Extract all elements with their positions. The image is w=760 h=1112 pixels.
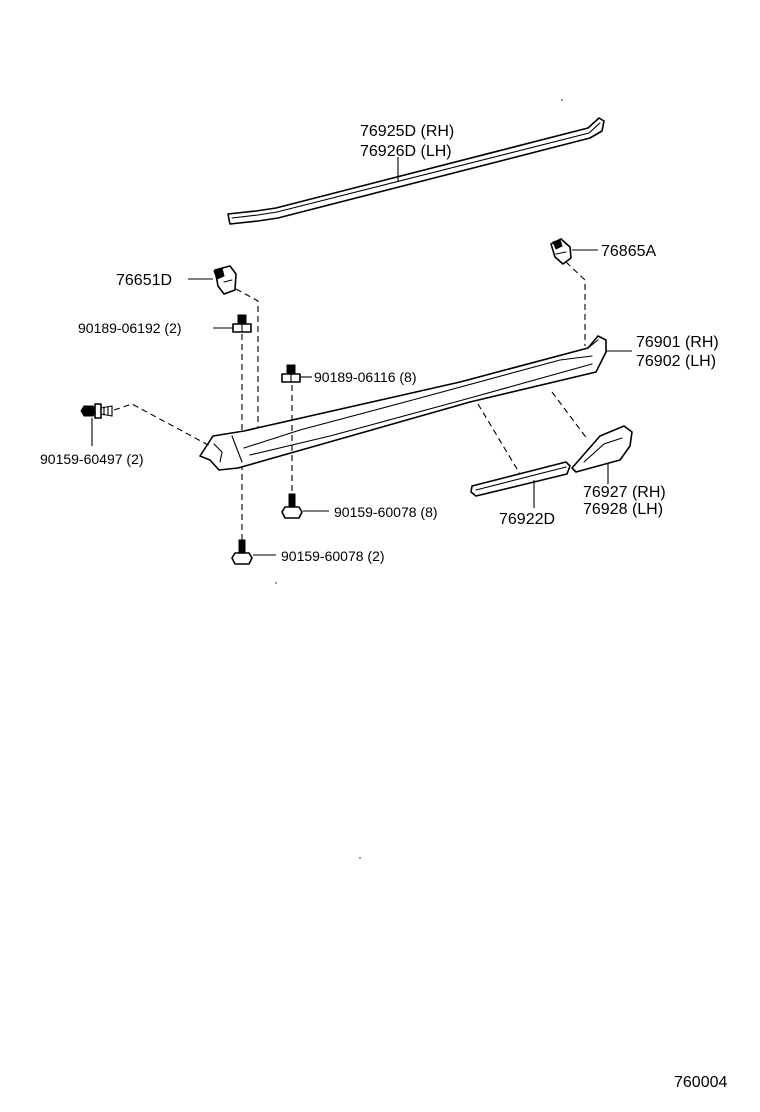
rocker-panel-molding-label-lh: 76902 (LH) — [636, 353, 716, 370]
screw-90159-60497-label: 90159-60497 (2) — [40, 451, 144, 467]
nut-90189-06116-icon — [281, 364, 301, 383]
mudguard-label-rh: 76927 (RH) — [583, 484, 666, 501]
rocker-panel-molding-drawing — [199, 335, 607, 471]
clip-76865a-guide — [565, 261, 586, 346]
speck-dot — [561, 99, 563, 101]
nut-90189-06116-label: 90189-06116 (8) — [314, 369, 416, 385]
screw-90159-60078-a-label: 90159-60078 (8) — [334, 504, 438, 520]
screw-90159-60078-b-label: 90159-60078 (2) — [281, 548, 385, 564]
screw-90159-60078-b-icon — [231, 539, 253, 565]
screw-90159-60497-guide — [113, 403, 211, 447]
speck-dot — [359, 857, 361, 859]
weatherstrip-label-rh: 76925D (RH) — [360, 123, 454, 140]
clip-76651d-guide — [235, 288, 259, 430]
nut-90189-06192-icon — [232, 314, 252, 333]
tape-76922d-drawing — [470, 461, 571, 497]
rocker-panel-molding-label-rh: 76901 (RH) — [636, 334, 719, 351]
screw-90159-60078-a-icon — [281, 493, 303, 519]
clip-76865a-icon — [550, 238, 572, 265]
weatherstrip-drawing — [227, 117, 605, 225]
nut-90189-06192-label: 90189-06192 (2) — [78, 320, 182, 336]
clip-76651d-icon — [213, 265, 237, 295]
diagram-reference-number: 760004 — [674, 1074, 727, 1091]
tape-76922d-guide — [477, 403, 521, 475]
mudguard-label-lh: 76928 (LH) — [583, 501, 663, 518]
speck-dot — [275, 582, 277, 584]
mudguard-drawing — [571, 425, 633, 473]
clip-76865a-label: 76865A — [601, 243, 656, 260]
mudguard-guide — [551, 391, 589, 441]
screw-90159-60497-icon — [80, 403, 113, 419]
clip-76651d-label: 76651D — [116, 272, 172, 289]
tape-76922d-label: 76922D — [499, 511, 555, 528]
weatherstrip-label-lh: 76926D (LH) — [360, 143, 452, 160]
